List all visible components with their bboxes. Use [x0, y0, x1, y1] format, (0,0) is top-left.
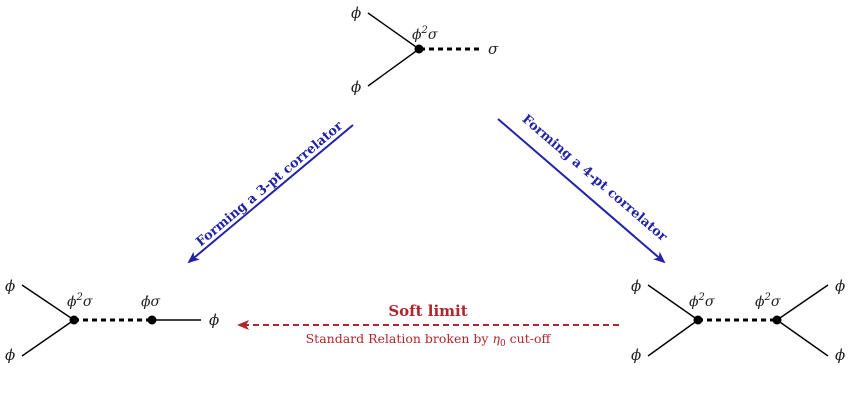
- top-vertex-label: ϕ2σ: [412, 25, 438, 43]
- left-arrow-label: Forming a 3-pt correlator: [194, 119, 346, 250]
- four-point-diagram: ϕ ϕ ϕ ϕ ϕ2σ ϕ2σ: [631, 277, 845, 364]
- left-phi-upper-label: ϕ: [5, 277, 15, 295]
- left-arrow: [187, 124, 354, 264]
- top-lower-leg: [367, 48, 420, 87]
- soft-limit-subtitle: Standard Relation broken by η0 cut-off: [306, 331, 552, 349]
- right-vertex-2: [772, 315, 782, 325]
- right-arrow-label: Forming a 4-pt correlator: [519, 112, 670, 245]
- left-upper-leg: [21, 284, 75, 321]
- left-vertex-1-label: ϕ2σ: [67, 292, 93, 310]
- right-lower-right-leg: [776, 319, 829, 357]
- right-vertex-2-label: ϕ2σ: [755, 292, 781, 310]
- right-lower-left-leg: [647, 319, 699, 357]
- right-vertex-1-label: ϕ2σ: [689, 292, 715, 310]
- left-phi-right-label: ϕ: [209, 311, 219, 329]
- right-arrow: [497, 118, 666, 264]
- right-upper-left-leg: [647, 284, 699, 321]
- top-sigma-label: σ: [488, 40, 499, 58]
- left-lower-leg: [21, 319, 75, 357]
- right-phi-lower-left-label: ϕ: [631, 346, 641, 364]
- top-phi-lower-label: ϕ: [351, 78, 361, 96]
- top-vertex: ϕ ϕ σ ϕ2σ: [351, 4, 499, 96]
- right-phi-upper-left-label: ϕ: [631, 277, 641, 295]
- left-vertex-2-label: ϕ̇σ: [141, 294, 161, 310]
- right-phi-upper-right-label: ϕ: [835, 277, 845, 295]
- three-point-diagram: ϕ ϕ ϕ ϕ2σ ϕ̇σ: [5, 277, 219, 364]
- right-vertex-1: [693, 315, 703, 325]
- left-vertex-2: [147, 315, 157, 325]
- top-vertex-dot: [414, 44, 424, 54]
- top-phi-upper-label: ϕ: [351, 4, 361, 22]
- right-phi-lower-right-label: ϕ: [835, 346, 845, 364]
- right-upper-right-leg: [776, 284, 829, 321]
- left-phi-lower-label: ϕ: [5, 346, 15, 364]
- top-upper-leg: [367, 12, 420, 50]
- left-vertex-1: [69, 315, 79, 325]
- soft-limit-title: Soft limit: [388, 302, 467, 320]
